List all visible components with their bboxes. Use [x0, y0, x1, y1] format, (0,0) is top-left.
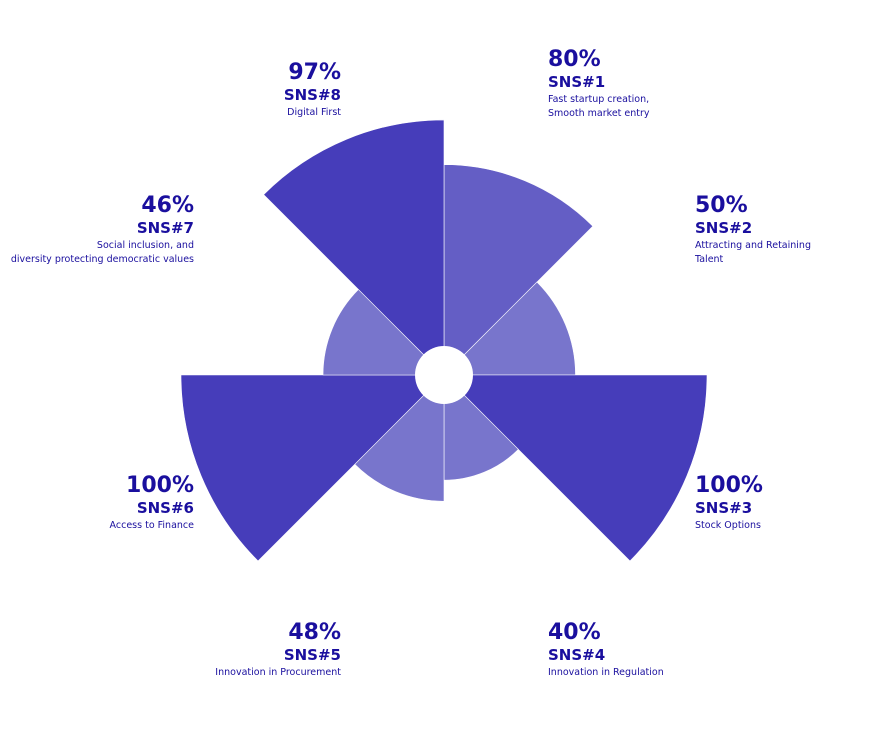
- segment-name: SNS#2: [695, 219, 753, 237]
- segment-description: Access to Finance: [109, 520, 194, 531]
- value-label: 100%: [695, 473, 763, 498]
- label-sns8: 97% SNS#8 Digital First: [41, 60, 341, 120]
- segment-name: SNS#4: [548, 646, 606, 664]
- label-sns4: 40% SNS#4 Innovation in Regulation: [548, 620, 848, 680]
- segment-name: SNS#6: [136, 499, 194, 517]
- value-label: 50%: [695, 193, 748, 218]
- segment-description: Innovation in Procurement: [215, 667, 341, 678]
- label-sns5: 48% SNS#5 Innovation in Procurement: [41, 620, 341, 680]
- segment-description: Stock Options: [695, 520, 761, 531]
- center-hole: [415, 346, 473, 404]
- sector-sns4: [443, 374, 519, 481]
- label-sns3: 100% SNS#3 Stock Options: [695, 473, 889, 533]
- value-label: 80%: [548, 47, 601, 72]
- value-label: 100%: [126, 473, 194, 498]
- sector-sns1: [443, 164, 594, 376]
- segment-description: Digital First: [287, 107, 341, 118]
- value-label: 48%: [288, 620, 341, 645]
- sector-sns3: [443, 374, 708, 562]
- sector-sns2: [443, 281, 576, 376]
- segment-name: SNS#5: [283, 646, 341, 664]
- segment-description: Fast startup creation,Smooth market entr…: [548, 94, 650, 119]
- segment-description: Innovation in Regulation: [548, 667, 664, 678]
- segment-name: SNS#7: [136, 219, 194, 237]
- label-sns6: 100% SNS#6 Access to Finance: [0, 473, 194, 533]
- segment-name: SNS#1: [548, 73, 606, 91]
- sector-sns5: [354, 374, 445, 502]
- value-label: 46%: [141, 193, 194, 218]
- sector-sns7: [322, 289, 445, 376]
- sector-sns8: [263, 119, 445, 376]
- label-sns1: 80% SNS#1 Fast startup creation,Smooth m…: [548, 47, 848, 121]
- segment-name: SNS#3: [695, 499, 753, 517]
- sector-sns6: [180, 374, 445, 562]
- segment-name: SNS#8: [283, 86, 341, 104]
- value-label: 97%: [288, 60, 341, 85]
- value-label: 40%: [548, 620, 601, 645]
